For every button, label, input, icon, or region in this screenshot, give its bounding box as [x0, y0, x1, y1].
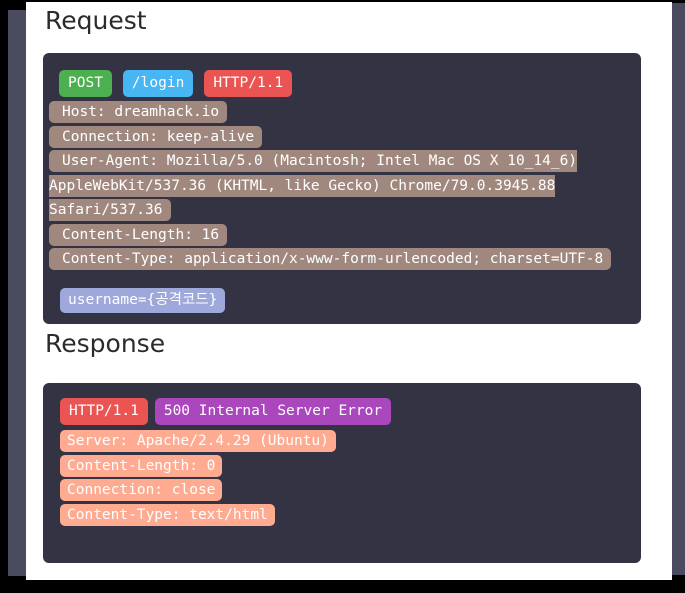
response-header-line: Server: Apache/2.4.29 (Ubuntu)	[60, 429, 633, 454]
response-status-badge: 500 Internal Server Error	[154, 398, 392, 425]
response-header-connection: Connection: close	[60, 479, 223, 501]
response-header-content-type: Content-Type: text/html	[60, 503, 275, 526]
response-header-line: Connection: close	[60, 478, 633, 503]
request-header-host: Host: dreamhack.io	[49, 101, 228, 123]
response-header-server: Server: Apache/2.4.29 (Ubuntu)	[60, 430, 336, 452]
response-header-line: Content-Type: text/html	[60, 503, 633, 528]
request-header-line: Content-Type: application/x-www-form-url…	[49, 247, 633, 272]
request-http-version-badge: HTTP/1.1	[204, 70, 293, 97]
request-method-badge: POST	[59, 70, 112, 97]
frame-stripe-right	[672, 3, 685, 575]
request-panel: POST /login HTTP/1.1 Host: dreamhack.io …	[43, 53, 641, 324]
request-body-badge: username={공격코드}	[60, 287, 226, 313]
status-line: HTTP/1.1 500 Internal Server Error	[60, 398, 633, 425]
request-line: POST /login HTTP/1.1	[59, 70, 633, 97]
request-header-line: Content-Length: 16	[49, 223, 633, 248]
frame-stripe-left	[8, 10, 26, 576]
response-header-line: Content-Length: 0	[60, 454, 633, 479]
request-header-content-type: Content-Type: application/x-www-form-url…	[49, 248, 612, 270]
section-title-response: Response	[45, 329, 166, 358]
request-path-badge: /login	[122, 70, 194, 97]
request-header-connection: Connection: keep-alive	[49, 125, 263, 148]
response-header-content-length: Content-Length: 0	[60, 454, 223, 477]
section-title-request: Request	[45, 6, 147, 35]
request-header-line: User-Agent: Mozilla/5.0 (Macintosh; Inte…	[49, 149, 633, 223]
response-panel: HTTP/1.1 500 Internal Server Error Serve…	[43, 383, 641, 563]
request-header-user-agent: User-Agent: Mozilla/5.0 (Macintosh; Inte…	[49, 150, 578, 221]
response-http-version-badge: HTTP/1.1	[60, 398, 148, 425]
request-header-content-length: Content-Length: 16	[49, 223, 228, 246]
request-header-line: Connection: keep-alive	[49, 125, 633, 150]
request-header-line: Host: dreamhack.io	[49, 100, 633, 125]
